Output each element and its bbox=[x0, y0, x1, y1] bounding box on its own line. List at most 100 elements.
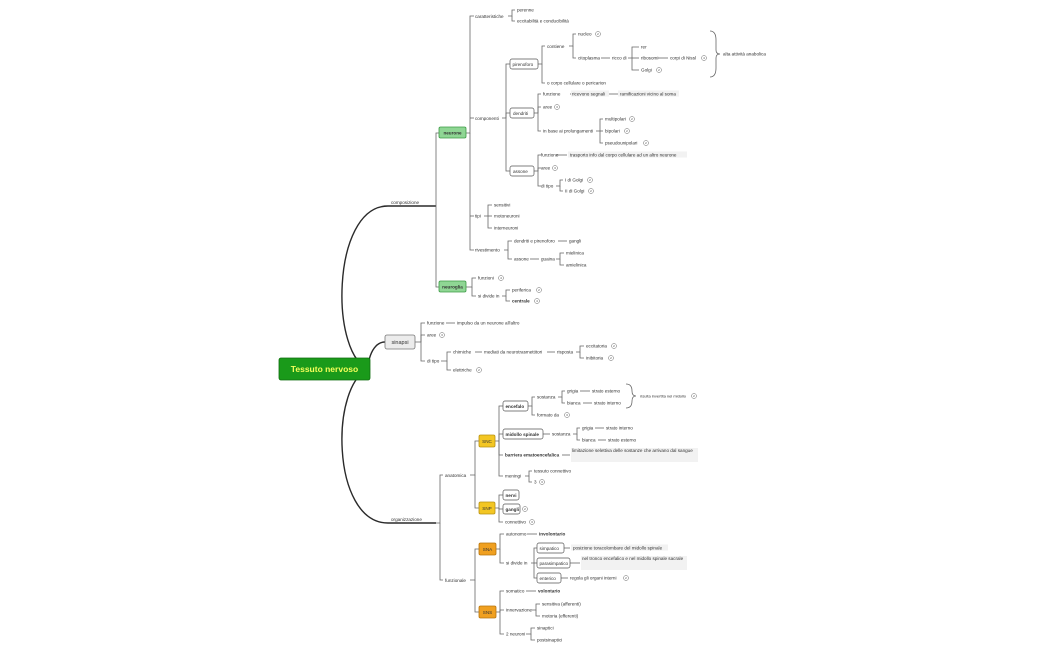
golgi-collapse-button[interactable] bbox=[656, 67, 662, 73]
risposta-label[interactable]: risposta bbox=[557, 350, 574, 355]
impulso-label[interactable]: impulso da un neurone all'altro bbox=[457, 321, 520, 326]
amielinica-label[interactable]: amielinica bbox=[566, 263, 587, 268]
limitazione-label[interactable]: limitazione selettiva delle sostanze che… bbox=[572, 448, 693, 453]
interneuroni-label[interactable]: interneuroni bbox=[494, 226, 518, 231]
mediati-label[interactable]: mediati da neurotrasmettitori bbox=[484, 350, 542, 355]
bianca-midollo-label[interactable]: bianca bbox=[582, 438, 596, 443]
multipolari-collapse-button[interactable] bbox=[629, 116, 635, 122]
sensitivi-label[interactable]: sensitivi bbox=[494, 203, 510, 208]
citoplasma-label[interactable]: citoplasma bbox=[578, 56, 600, 61]
formato-da-collapse-button[interactable] bbox=[564, 412, 570, 418]
elettriche-collapse-button[interactable] bbox=[476, 367, 482, 373]
connettivo-collapse-button[interactable] bbox=[529, 519, 535, 525]
barriera-label[interactable]: barriera ematoencefalica bbox=[505, 453, 560, 458]
ricco-di-label[interactable]: ricco di bbox=[612, 56, 627, 61]
corpi-nissl-label[interactable]: corpi di Nissl bbox=[670, 56, 696, 61]
involontario-label[interactable]: involontario bbox=[539, 532, 565, 537]
ribosomi-collapse-button[interactable] bbox=[701, 55, 707, 61]
gangli-label[interactable]: gangli bbox=[569, 239, 581, 244]
rer-label[interactable]: rer bbox=[641, 45, 647, 50]
tipi-label[interactable]: tipi bbox=[475, 214, 481, 219]
root-node[interactable]: Tessuto nervoso bbox=[278, 357, 371, 381]
si-divide-in-sna-label[interactable]: si divide in bbox=[506, 561, 528, 566]
i-golgi-collapse-button[interactable] bbox=[587, 177, 593, 183]
midollo-node[interactable]: midollo spinale bbox=[502, 428, 544, 440]
assone-rivestimento-label[interactable]: assone bbox=[514, 257, 529, 262]
perenne-label[interactable]: perenne bbox=[517, 8, 534, 13]
gangli-collapse-button[interactable] bbox=[522, 506, 528, 512]
aree-assone-collapse-button[interactable] bbox=[552, 165, 558, 171]
sna-node[interactable]: SNA bbox=[478, 542, 497, 556]
eccitatoria-label[interactable]: eccitatoria bbox=[586, 344, 607, 349]
tre-collapse-button[interactable] bbox=[539, 479, 545, 485]
branch-organizzazione[interactable]: organizzazione bbox=[391, 517, 422, 522]
formato-da-label[interactable]: formato da bbox=[537, 413, 559, 418]
enterico-node[interactable]: enterico bbox=[536, 572, 562, 584]
ribosomi-label[interactable]: ribosomi bbox=[641, 56, 658, 61]
simpatico-node[interactable]: simpatico bbox=[536, 542, 565, 554]
eccitabilita-label[interactable]: eccitabilità e conducibilità bbox=[517, 19, 569, 24]
grigia-midollo-label[interactable]: grigia bbox=[582, 426, 594, 431]
golgi-label[interactable]: Golgi bbox=[641, 68, 652, 73]
dendriti-node[interactable]: dendriti bbox=[509, 107, 535, 119]
contiene-label[interactable]: contiene bbox=[547, 44, 565, 49]
nucleo-label[interactable]: nucleo bbox=[578, 32, 592, 37]
encefalo-node[interactable]: encefalo bbox=[502, 400, 529, 412]
nervi-node[interactable]: nervi bbox=[502, 489, 520, 501]
motoria-label[interactable]: motoria (efferenti) bbox=[542, 614, 579, 619]
bianca-encefalo-label[interactable]: bianca bbox=[567, 401, 581, 406]
aree-dendriti-label[interactable]: aree bbox=[543, 105, 553, 110]
bipolari-label[interactable]: bipolari bbox=[605, 129, 620, 134]
inversione-note-label[interactable]: risulta invertita nel midollo bbox=[640, 394, 687, 399]
funzioni-collapse-button[interactable] bbox=[498, 275, 504, 281]
pseudounipolari-label[interactable]: pseudounipolari bbox=[605, 141, 637, 146]
si-divide-in-neuroglia-label[interactable]: si divide in bbox=[478, 294, 500, 299]
funzione-sinapsi-label[interactable]: funzione bbox=[427, 321, 445, 326]
inversione-collapse-button[interactable] bbox=[691, 393, 697, 399]
volontario-label[interactable]: volontario bbox=[538, 589, 560, 594]
aree-sinapsi-collapse-button[interactable] bbox=[439, 332, 445, 338]
regola-label[interactable]: regola gli organi interni bbox=[570, 576, 616, 581]
snp-node[interactable]: SNP bbox=[478, 501, 496, 515]
aree-dendriti-collapse-button[interactable] bbox=[554, 104, 560, 110]
sinaptici-label[interactable]: sinaptici bbox=[537, 626, 554, 631]
periferica-label[interactable]: periferica bbox=[512, 288, 531, 293]
sns-node[interactable]: SNS bbox=[478, 605, 497, 619]
inibitoria-collapse-button[interactable] bbox=[608, 355, 614, 361]
pseudounipolari-collapse-button[interactable] bbox=[643, 140, 649, 146]
enterico-collapse-button[interactable] bbox=[623, 575, 629, 581]
mielinica-label[interactable]: mielinica bbox=[566, 251, 584, 256]
grigia-encefalo-label[interactable]: grigia bbox=[567, 389, 579, 394]
in-base-label[interactable]: in base ai prolungamenti bbox=[543, 129, 593, 134]
sensitiva-label[interactable]: sensitiva (afferenti) bbox=[542, 602, 581, 607]
rivestimento-label[interactable]: rivestimento bbox=[475, 248, 500, 253]
sinapsi-node[interactable]: sinapsi bbox=[384, 334, 416, 350]
tessuto-connettivo-label[interactable]: tessuto connettivo bbox=[534, 469, 571, 474]
di-tipo-sinapsi-label[interactable]: di tipo bbox=[427, 359, 440, 364]
strato-interno-label[interactable]: strato interno bbox=[594, 401, 621, 406]
connettivo-label[interactable]: connettivo bbox=[505, 520, 526, 525]
pirenoforo-node[interactable]: pirenoforo bbox=[509, 58, 539, 70]
dendriti-pirenoforo-label[interactable]: dendriti e pirenoforo bbox=[514, 239, 555, 244]
snc-node[interactable]: SNC bbox=[478, 434, 496, 448]
funzioni-label[interactable]: funzioni bbox=[478, 276, 494, 281]
due-neuroni-label[interactable]: 2 neuroni bbox=[506, 632, 525, 637]
postsinaptici-label[interactable]: postsinaptici bbox=[537, 638, 562, 643]
aree-sinapsi-label[interactable]: aree bbox=[427, 333, 437, 338]
trasporto-label[interactable]: trasporto info dal corpo cellulare ad un… bbox=[570, 153, 677, 158]
centrale-collapse-button[interactable] bbox=[534, 298, 540, 304]
i-golgi-label[interactable]: I di Golgi bbox=[565, 178, 583, 183]
innervazione-label[interactable]: innervazione bbox=[506, 608, 532, 613]
gangli-snp-node[interactable]: gangli bbox=[502, 503, 521, 515]
pos-simpatico-label[interactable]: posizione toracolombare del midollo spin… bbox=[573, 546, 663, 551]
autonomo-label[interactable]: autonomo bbox=[506, 532, 527, 537]
pos-parasimpatico-label[interactable]: nel tronco encefalico e nel midollo spin… bbox=[582, 556, 684, 561]
branch-composizione[interactable]: composizione bbox=[391, 200, 420, 205]
ricevono-segnali-label[interactable]: ricevono segnali bbox=[572, 92, 605, 97]
ii-golgi-label[interactable]: II di Golgi bbox=[565, 189, 584, 194]
motoneuroni-label[interactable]: motoneuroni bbox=[494, 214, 520, 219]
centrale-label[interactable]: centrale bbox=[512, 299, 530, 304]
guaina-label[interactable]: guaina bbox=[541, 257, 555, 262]
tre-label[interactable]: 3 bbox=[534, 480, 537, 485]
ramificazioni-label[interactable]: ramificazioni vicino al soma bbox=[620, 92, 676, 97]
